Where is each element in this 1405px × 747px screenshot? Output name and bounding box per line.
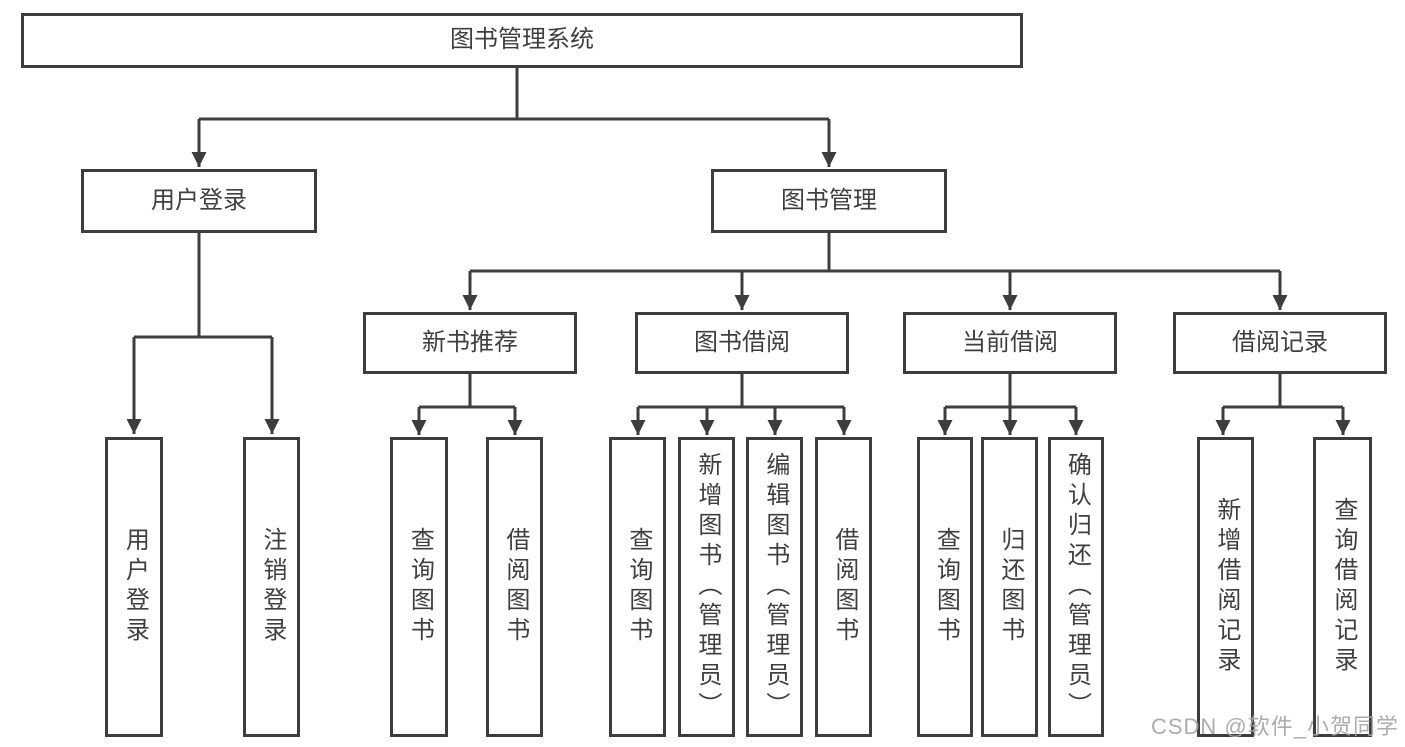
node-label: 用户登录 (151, 186, 247, 214)
node-new-book-recommend: 新书推荐 (363, 312, 577, 374)
node-label: 查询图书 (406, 527, 434, 647)
node-label: 新增图书（管理员） (693, 452, 721, 722)
node-label: 注销登录 (258, 527, 286, 647)
node-current-borrowing: 当前借阅 (903, 312, 1117, 374)
node-book-management: 图书管理 (711, 169, 947, 233)
node-label: 新书推荐 (422, 328, 518, 356)
node-label: 查询借阅记录 (1329, 497, 1357, 677)
node-label: 确认归还（管理员） (1063, 452, 1091, 722)
node-book-borrowing: 图书借阅 (635, 312, 849, 374)
node-label: 图书借阅 (694, 328, 790, 356)
leaf-user-login: 用户登录 (105, 437, 163, 737)
node-label: 编辑图书（管理员） (761, 452, 789, 722)
node-user-login: 用户登录 (81, 169, 317, 233)
leaf-query-borrow-record: 查询借阅记录 (1313, 437, 1372, 737)
leaf-confirm-return-admin: 确认归还（管理员） (1048, 437, 1104, 737)
leaf-borrow-books: 借阅图书 (486, 437, 543, 737)
leaf-logout: 注销登录 (243, 437, 300, 737)
node-library-system: 图书管理系统 (21, 13, 1023, 68)
node-label: 用户登录 (121, 527, 149, 647)
node-label: 归还图书 (996, 527, 1024, 647)
leaf-query-books: 查询图书 (917, 437, 973, 737)
node-label: 借阅记录 (1232, 328, 1328, 356)
leaf-add-books-admin: 新增图书（管理员） (678, 437, 735, 737)
node-label: 借阅图书 (830, 527, 858, 647)
leaf-edit-books-admin: 编辑图书（管理员） (746, 437, 803, 737)
node-label: 新增借阅记录 (1212, 497, 1240, 677)
node-label: 图书管理 (781, 186, 877, 214)
leaf-query-books: 查询图书 (609, 437, 666, 737)
node-label: 借阅图书 (501, 527, 529, 647)
leaf-add-borrow-record: 新增借阅记录 (1197, 437, 1254, 737)
node-label: 查询图书 (624, 527, 652, 647)
leaf-return-books: 归还图书 (981, 437, 1038, 737)
node-borrowing-records: 借阅记录 (1173, 312, 1387, 374)
leaf-borrow-books: 借阅图书 (815, 437, 872, 737)
leaf-query-books: 查询图书 (390, 437, 448, 737)
node-label: 当前借阅 (962, 328, 1058, 356)
node-label: 查询图书 (932, 527, 960, 647)
node-label: 图书管理系统 (450, 26, 594, 54)
